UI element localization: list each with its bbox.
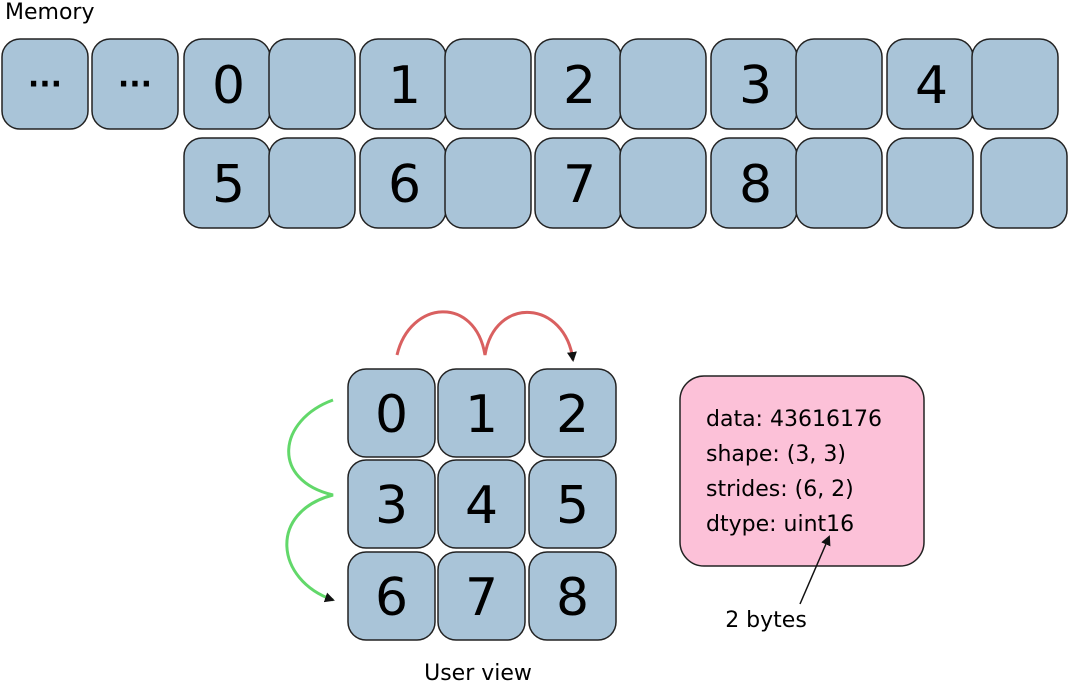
user-grid-cell-label: 4	[465, 476, 498, 536]
user-grid-cell-label: 0	[375, 385, 408, 445]
bytes-pointer-arrow	[799, 535, 831, 605]
memory-byte-cell: 6	[359, 137, 447, 229]
memory-byte-cell: 4	[886, 38, 974, 130]
user-grid-cell-label: 7	[465, 568, 498, 628]
memory-byte-cell: 1	[359, 38, 447, 130]
user-grid-cell: 6	[347, 551, 436, 641]
row-stride-arrow	[395, 310, 577, 362]
memory-byte-cell	[886, 137, 974, 229]
cell-label: ···	[118, 67, 152, 102]
memory-ellipsis-cell: ···	[91, 38, 179, 130]
memory-title: Memory	[5, 0, 94, 25]
column-stride-arrow	[285, 398, 335, 603]
user-grid-cell: 8	[528, 551, 617, 641]
user-grid-cell-label: 5	[556, 476, 589, 536]
memory-byte-cell	[971, 38, 1059, 130]
user-grid-cell: 2	[528, 368, 617, 458]
user-grid-cell: 7	[437, 551, 526, 641]
memory-byte-cell	[268, 137, 356, 229]
memory-byte-cell	[980, 137, 1068, 229]
memory-byte-cell	[795, 137, 883, 229]
user-grid-cell-label: 1	[465, 385, 498, 445]
memory-byte-cell: 7	[534, 137, 622, 229]
cell-label: ···	[28, 67, 62, 102]
cell-label: 5	[212, 155, 245, 215]
user-grid-cell: 5	[528, 459, 617, 549]
memory-byte-cell: 2	[534, 38, 622, 130]
memory-row-1: ··· ··· 0 1 2 3 4	[1, 38, 1059, 130]
user-grid-cell: 4	[437, 459, 526, 549]
cell-label: 7	[563, 155, 596, 215]
info-line: dtype: uint16	[706, 512, 854, 537]
cell-label: 3	[739, 56, 772, 116]
cell-label: 1	[388, 56, 421, 116]
memory-row-2: 5 6 7 8	[183, 137, 1068, 229]
memory-byte-cell: 8	[710, 137, 798, 229]
memory-byte-cell: 5	[183, 137, 271, 229]
info-box	[679, 375, 925, 567]
bytes-annotation: 2 bytes	[725, 608, 807, 633]
info-line: shape: (3, 3)	[706, 442, 846, 467]
cell-label: 2	[563, 56, 596, 116]
memory-byte-cell	[795, 38, 883, 130]
memory-byte-cell	[444, 137, 532, 229]
cell-label: 8	[739, 155, 772, 215]
info-line: data: 43616176	[706, 407, 882, 432]
user-grid-cell-label: 3	[375, 476, 408, 536]
info-box-lines: data: 43616176 shape: (3, 3) strides: (6, …	[706, 407, 882, 537]
cell-label: 0	[212, 56, 245, 116]
memory-byte-cell: 3	[710, 38, 798, 130]
memory-byte-cell: 0	[183, 38, 271, 130]
user-grid-cell-label: 8	[556, 568, 589, 628]
memory-byte-cell	[268, 38, 356, 130]
cell-label: 6	[388, 155, 421, 215]
user-grid-cell: 0	[347, 368, 436, 458]
user-grid-cell: 1	[437, 368, 526, 458]
cell-label: 4	[915, 56, 948, 116]
memory-byte-cell	[619, 38, 707, 130]
user-grid-cell: 3	[347, 459, 436, 549]
user-view-caption: User view	[424, 661, 532, 681]
user-grid-cell-label: 2	[556, 385, 589, 445]
memory-byte-cell	[619, 137, 707, 229]
user-grid-cell-label: 6	[375, 568, 408, 628]
info-line: strides: (6, 2)	[706, 477, 854, 502]
memory-ellipsis-cell: ···	[1, 38, 89, 130]
memory-byte-cell	[444, 38, 532, 130]
